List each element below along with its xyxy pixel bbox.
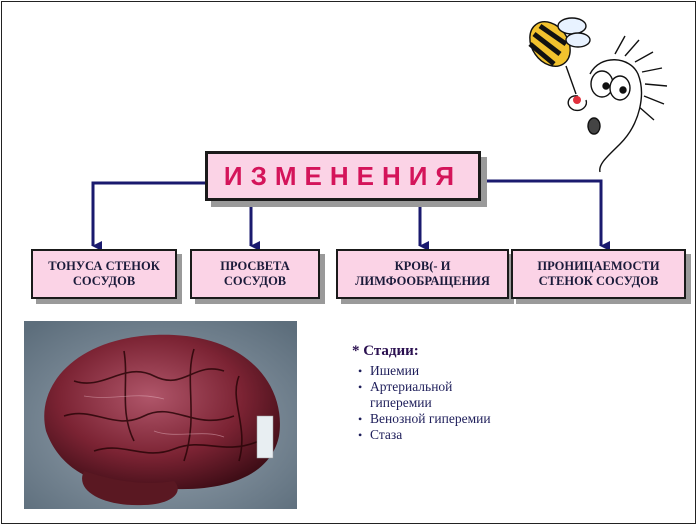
category-line: КРОВ(- И <box>395 259 451 273</box>
category-line: ТОНУСА СТЕНОК <box>48 259 160 273</box>
category-line: ЛИМФООБРАЩЕНИЯ <box>355 274 490 288</box>
connector-right <box>481 181 601 246</box>
stages-heading: * Стадии: <box>352 343 491 360</box>
brain-photo <box>24 321 297 509</box>
stage-item: Ишемии <box>356 363 491 379</box>
bee-cartoon <box>520 14 680 174</box>
stage-text: Ишемии <box>370 363 419 378</box>
category-line: СОСУДОВ <box>224 274 286 288</box>
category-line: ПРОНИЦАЕМОСТИ <box>537 259 659 273</box>
stage-item: Стаза <box>356 427 491 443</box>
title-box: ИЗМЕНЕНИЯ <box>205 151 481 201</box>
category-line: СТЕНОК СОСУДОВ <box>539 274 659 288</box>
category-line: ПРОСВЕТА <box>220 259 290 273</box>
stage-item: Венозной гиперемии <box>356 411 491 427</box>
stage-text: Артериальной <box>370 379 452 394</box>
connector-left <box>93 183 207 246</box>
stage-text-continued: гиперемии <box>370 395 491 411</box>
stage-text: Венозной гиперемии <box>370 411 491 426</box>
title-text: ИЗМЕНЕНИЯ <box>224 161 462 192</box>
stage-text: Стаза <box>370 427 402 442</box>
category-line: СОСУДОВ <box>73 274 135 288</box>
